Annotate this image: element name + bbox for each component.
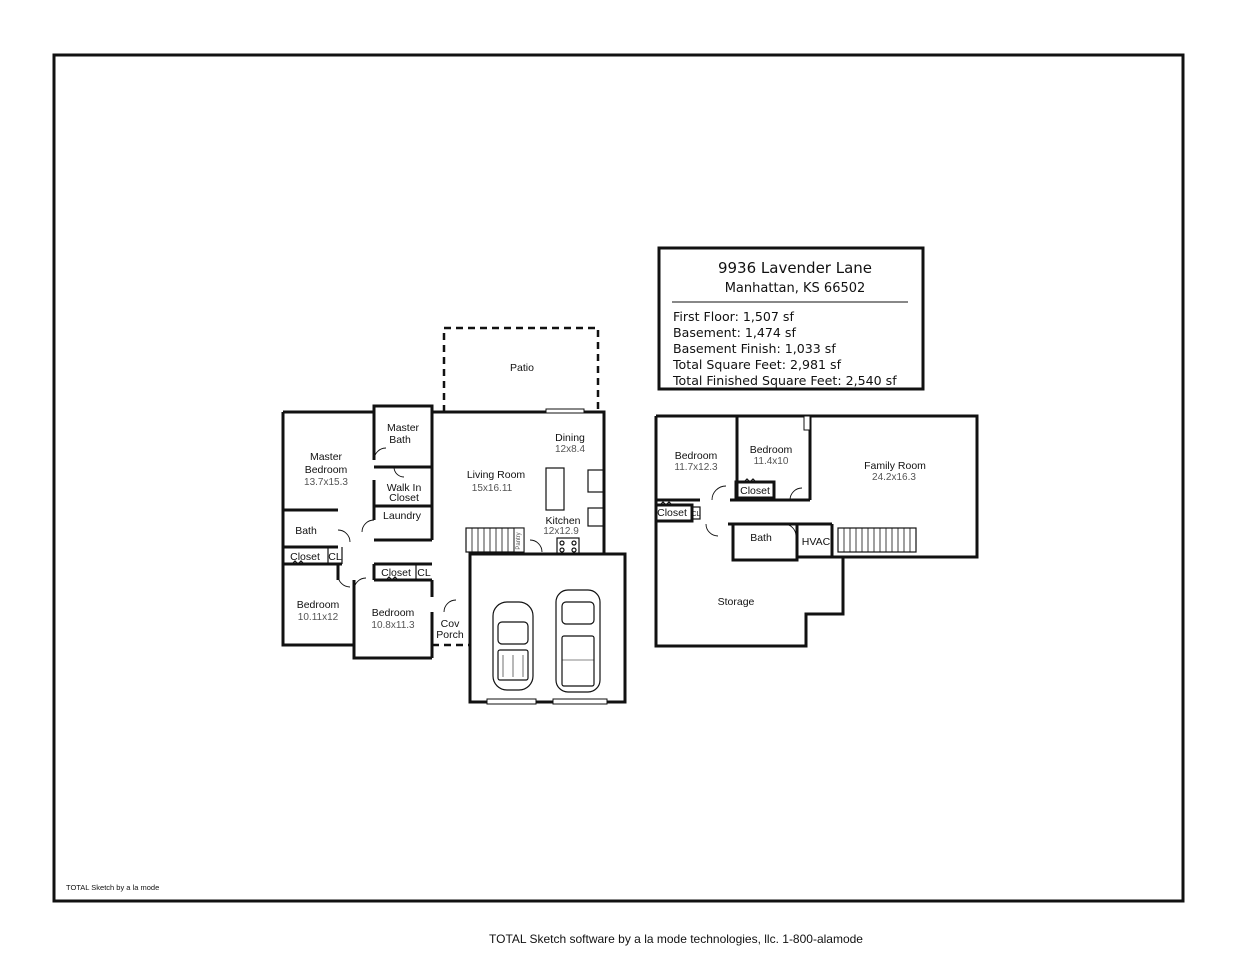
patio-label: Patio — [510, 362, 534, 374]
bedroom-mid-dims: 10.8x11.3 — [371, 620, 415, 631]
total-finished-sf: Total Finished Square Feet: 2,540 sf — [672, 373, 897, 388]
bedroom-mid-label: Bedroom — [372, 607, 415, 619]
burner-icon — [559, 540, 565, 546]
door-swing — [393, 466, 405, 478]
bedroom-left-dims: 10.11x12 — [298, 612, 339, 623]
door-swing — [443, 599, 457, 613]
cov-porch-label: Cov — [441, 618, 460, 630]
burner-icon — [571, 540, 577, 546]
dining-label: Dining — [555, 432, 585, 444]
door-swing — [373, 447, 387, 461]
basement-plan: Bedroom 11.7x12.3 Bedroom 11.4x10 Closet… — [654, 414, 979, 648]
basement-post — [803, 415, 811, 431]
bath-label: Bath — [295, 525, 317, 537]
basement-closet-mid-label: Closet — [740, 485, 770, 497]
range — [556, 537, 580, 555]
hvac-label: HVAC — [802, 536, 831, 548]
living-room-label: Living Room — [467, 469, 526, 481]
basement-closet-left-label: Closet — [657, 507, 687, 519]
basement-stair-treads — [843, 528, 911, 552]
basement-bedroom-left-dims: 11.7x12.3 — [674, 462, 718, 473]
door-swing — [705, 523, 719, 537]
family-room-dims: 24.2x16.3 — [872, 472, 916, 483]
address-city: Manhattan, KS 66502 — [725, 281, 866, 296]
cl-mid-label: CL — [417, 567, 431, 579]
info-box: 9936 Lavender Lane Manhattan, KS 66502 F… — [657, 246, 925, 391]
basement-bedroom-mid-dims: 11.4x10 — [754, 456, 789, 467]
total-sf: Total Square Feet: 2,981 sf — [672, 357, 842, 372]
closet-left-label: Closet — [290, 551, 320, 563]
closet-mid-label: Closet — [381, 567, 411, 579]
garage-door-1 — [486, 698, 537, 705]
kitchen-island — [545, 467, 565, 511]
closet-rod — [743, 478, 757, 483]
basement-cl — [691, 506, 701, 520]
door-swing — [711, 485, 727, 501]
master-bath-label: Master — [387, 422, 420, 434]
basement-bedroom-left-label: Bedroom — [675, 450, 718, 462]
info-box-frame — [657, 246, 925, 391]
burner-icon — [559, 547, 565, 553]
pantry-label: Pantry — [516, 532, 522, 549]
garage-door-2 — [552, 698, 608, 705]
burner-icon — [571, 547, 577, 553]
master-bedroom-label-2: Bedroom — [305, 464, 348, 476]
truck-icon — [555, 589, 601, 693]
sheet-border — [52, 53, 1185, 903]
garage — [468, 552, 627, 704]
door-swing — [337, 529, 351, 543]
basement-closet-mid — [734, 480, 776, 500]
door-swing — [789, 487, 803, 501]
address-title: 9936 Lavender Lane — [718, 259, 872, 277]
basement-bath-label: Bath — [750, 532, 772, 544]
first-floor-sf: First Floor: 1,507 sf — [673, 309, 794, 324]
closet-rod — [659, 501, 673, 506]
storage-label: Storage — [718, 596, 755, 608]
patio-slider-door — [545, 408, 585, 414]
first-floor-plan: Patio — [281, 326, 627, 705]
kitchen-label: Kitchen — [545, 515, 580, 527]
cov-porch-label-2: Porch — [436, 629, 464, 641]
laundry-label: Laundry — [383, 510, 422, 522]
basement-finish-sf: Basement Finish: 1,033 sf — [673, 341, 836, 356]
basement-stairs — [837, 527, 917, 553]
basement-exterior — [654, 414, 979, 648]
walk-in-closet-label-2: Closet — [389, 492, 419, 504]
closet-rod — [291, 560, 305, 565]
family-room-label: Family Room — [864, 460, 926, 472]
kitchen-dims: 12x12.9 — [543, 526, 579, 537]
master-bedroom-dims: 13.7x15.3 — [304, 477, 348, 488]
door-swing — [361, 519, 375, 533]
pantry-box — [513, 527, 525, 553]
cl-left-label: CL — [328, 551, 342, 563]
door-swing — [353, 577, 367, 591]
basement-bath — [731, 522, 799, 562]
closet-rod — [385, 576, 399, 581]
sheet-note: TOTAL Sketch by a la mode — [66, 883, 159, 892]
refrigerator — [587, 469, 605, 493]
door-swing — [783, 523, 797, 537]
basement-bedroom-mid-label: Bedroom — [750, 444, 793, 456]
sink — [587, 507, 605, 527]
door-swing — [337, 574, 351, 588]
car-icon — [492, 601, 534, 691]
living-room-dims: 15x16.11 — [472, 483, 513, 494]
basement-cl-label: CL — [692, 511, 701, 518]
bedroom-left-label: Bedroom — [297, 599, 340, 611]
door-swing — [529, 539, 543, 553]
patio-outline — [442, 326, 600, 412]
dining-dims: 12x8.4 — [555, 444, 585, 455]
stair-treads — [471, 528, 515, 552]
master-bath-label-2: Bath — [389, 434, 411, 446]
basement-sf: Basement: 1,474 sf — [673, 325, 796, 340]
walk-in-closet-label: Walk In — [387, 482, 422, 494]
master-bedroom-label: Master — [310, 451, 343, 463]
footer-text: TOTAL Sketch software by a la mode techn… — [489, 932, 863, 946]
